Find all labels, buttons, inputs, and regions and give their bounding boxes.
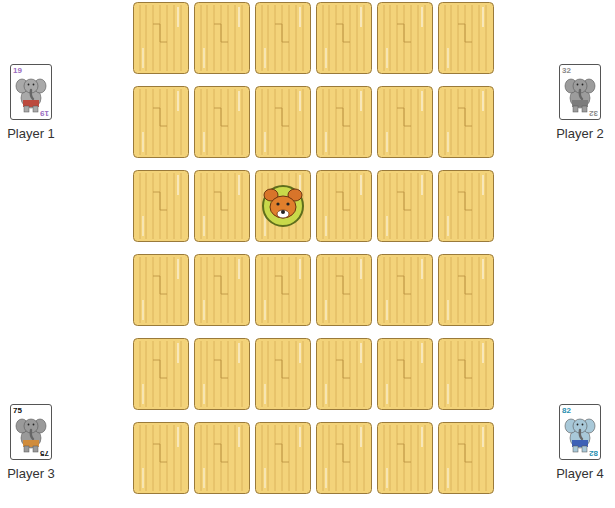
player-label: Player 3 — [0, 466, 62, 481]
card-number: 19 — [13, 66, 22, 75]
player-card: 82 82Player 4 — [549, 404, 611, 481]
card-number: 82 — [589, 449, 598, 458]
card-face: 32 32 — [559, 64, 601, 120]
player-card: 1919Player 1 — [0, 64, 62, 141]
player-card: 32 32Player 2 — [549, 64, 611, 141]
player-label: Player 2 — [549, 126, 611, 141]
player-label: Player 1 — [0, 126, 62, 141]
card-number: 75 — [13, 406, 22, 415]
card-face: 82 82 — [559, 404, 601, 460]
card-number: 32 — [562, 66, 571, 75]
mouse-token — [263, 186, 303, 226]
player-card: 75 75Player 3 — [0, 404, 62, 481]
card-number: 19 — [40, 109, 49, 118]
card-number: 75 — [40, 449, 49, 458]
card-number: 32 — [589, 109, 598, 118]
card-number: 82 — [562, 406, 571, 415]
card-face: 75 75 — [10, 404, 52, 460]
player-label: Player 4 — [549, 466, 611, 481]
card-face: 1919 — [10, 64, 52, 120]
